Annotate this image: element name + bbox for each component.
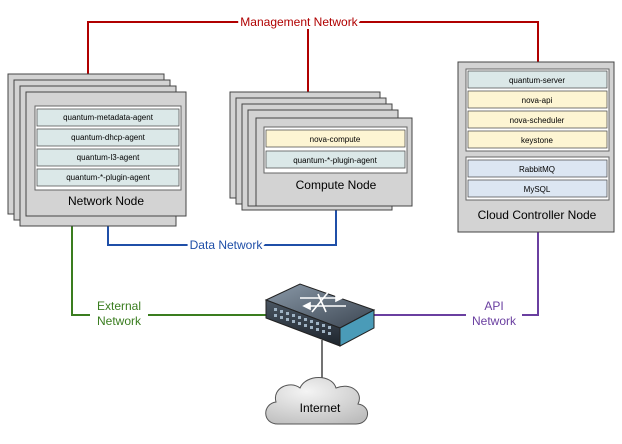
controller-backend-mysql: MySQL [524,185,551,194]
controller-service-quantum-server: quantum-server [509,76,565,85]
api-network-label-line2: Network [472,314,517,328]
network-node-title: Network Node [68,194,144,208]
management-network-label: Management Network [240,15,358,29]
external-network-label-line1: External [97,299,141,313]
management-network-lines [87,21,539,100]
external-network-label-line2: Network [97,314,142,328]
data-network-label: Data Network [190,238,264,252]
controller-service-nova-scheduler: nova-scheduler [510,116,565,125]
compute-node-service-nova-compute: nova-compute [310,135,361,144]
compute-node-title: Compute Node [296,178,377,192]
controller-service-nova-api: nova-api [522,96,553,105]
network-switch-icon [264,283,376,347]
external-label-bg [90,296,148,330]
external-network-line [71,216,278,316]
controller-service-keystone: keystone [521,136,554,145]
controller-node: quantum-server nova-api nova-scheduler k… [457,61,615,233]
api-network-label-line1: API [484,299,503,313]
compute-node: nova-compute quantum-*-plugin-agent Comp… [229,91,413,211]
network-node-service-l3: quantum-l3-agent [77,153,140,162]
controller-node-title: Cloud Controller Node [478,208,597,222]
network-node: quantum-metadata-agent quantum-dhcp-agen… [7,73,187,227]
network-node-service-metadata: quantum-metadata-agent [63,113,154,122]
internet-cloud-icon: Internet [265,377,368,425]
compute-node-service-plugin: quantum-*-plugin-agent [293,156,377,165]
api-network-line [370,232,539,316]
data-network-line [107,206,337,246]
internet-label: Internet [300,401,341,415]
network-node-service-dhcp: quantum-dhcp-agent [71,133,146,142]
controller-backend-rabbitmq: RabbitMQ [519,165,555,174]
network-node-service-plugin: quantum-*-plugin-agent [66,173,150,182]
api-label-bg [466,296,522,330]
